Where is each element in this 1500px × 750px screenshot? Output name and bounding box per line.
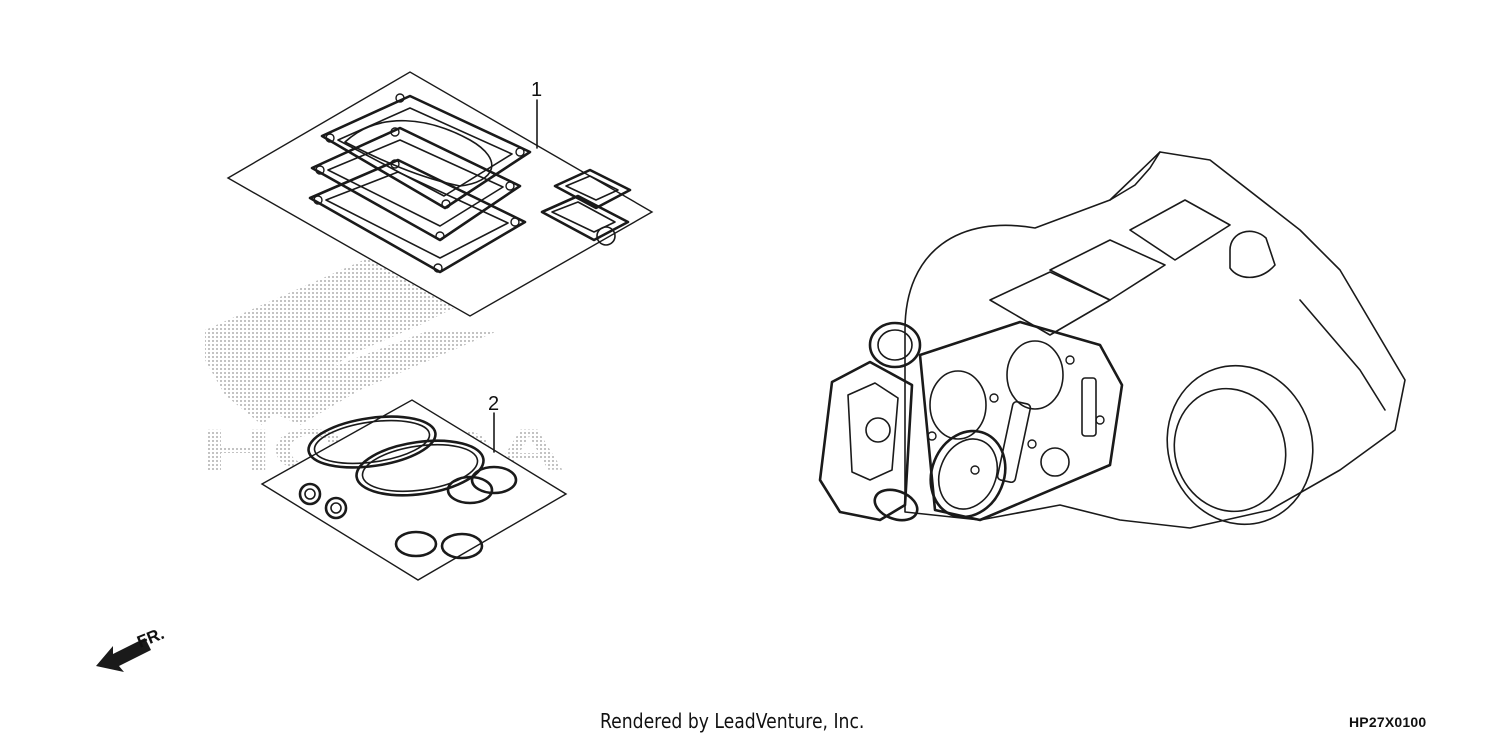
- footer-credit: Rendered by LeadVenture, Inc.: [600, 709, 865, 733]
- callout-2: 2: [488, 393, 499, 415]
- gasket-kit-a-part-1: 1: [226, 71, 654, 317]
- gasket-kit-b-part-2: 2: [260, 393, 568, 581]
- engine-illustration: [818, 151, 1406, 529]
- diagram-code: HP27X0100: [1349, 714, 1427, 730]
- gasket-kit-b-sheet: [260, 399, 568, 581]
- fr-label: FR.: [134, 624, 167, 652]
- front-direction-indicator: FR.: [96, 624, 167, 672]
- callout-1: 1: [531, 79, 542, 101]
- fr-arrow-icon: [96, 638, 151, 672]
